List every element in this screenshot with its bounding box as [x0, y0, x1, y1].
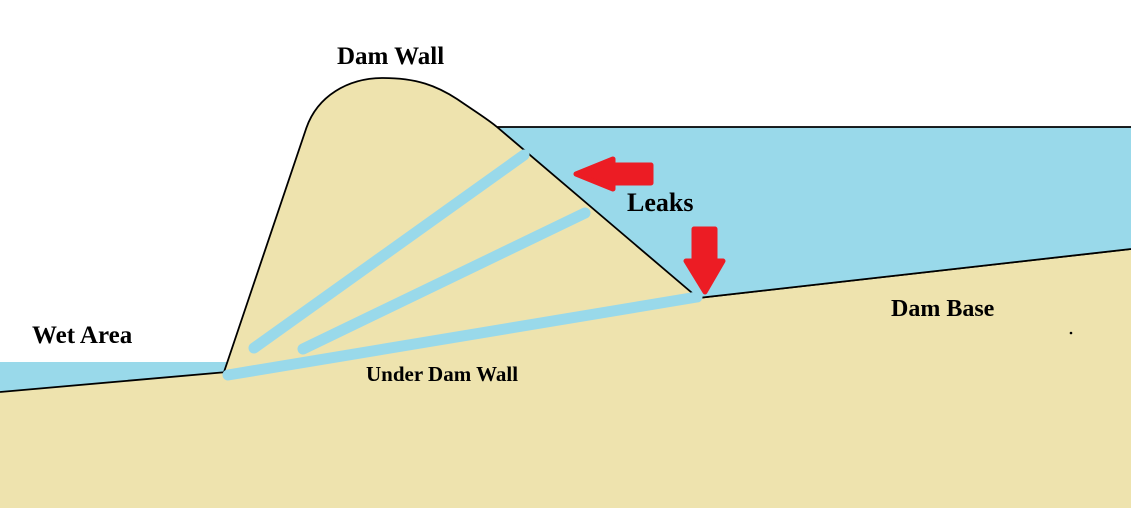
leak-channel-upper: [248, 149, 530, 354]
wet-area-label: Wet Area: [32, 322, 133, 349]
dam-wall-embankment: [224, 78, 698, 372]
wet-area-pool: [0, 362, 227, 392]
leak-arrow-left-icon: [573, 156, 654, 192]
leaks-label: Leaks: [627, 188, 694, 217]
stray-dot: [1069, 331, 1073, 335]
dam-base-label: Dam Base: [891, 296, 995, 322]
dam-wall-label: Dam Wall: [337, 43, 445, 70]
reservoir-water: [496, 127, 1131, 298]
leak-arrow-down-icon: [683, 226, 726, 295]
dam-base-ground: [0, 249, 1131, 508]
leak-channel-middle: [297, 207, 591, 355]
under-dam-wall-label: Under Dam Wall: [366, 362, 519, 386]
leak-channel-under-dam: [222, 291, 703, 381]
dam-wall-outline: [223, 77, 699, 373]
water-bed-line: [697, 248, 1131, 299]
